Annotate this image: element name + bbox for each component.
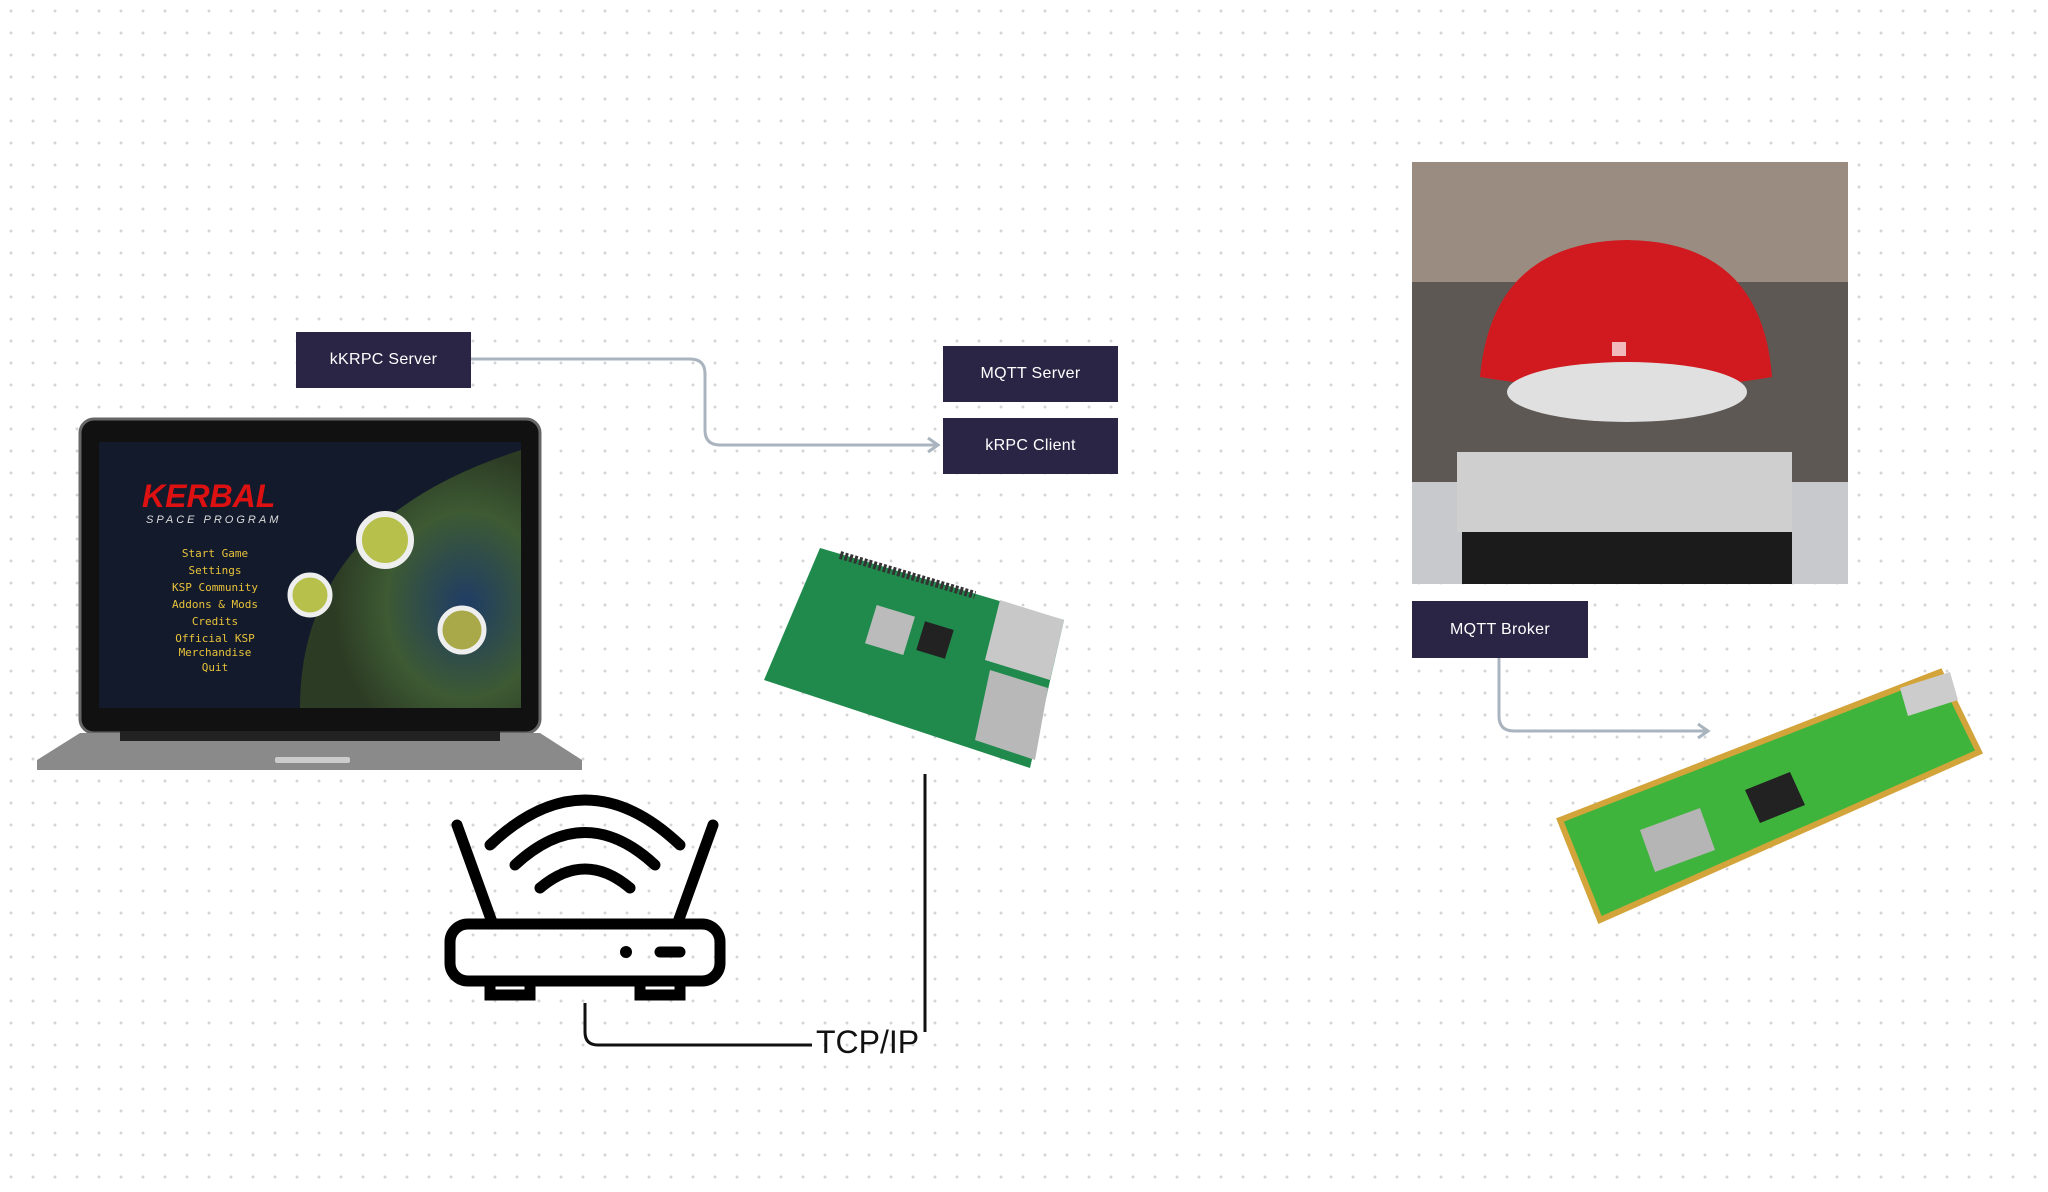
krpc-client-node[interactable]: kRPC Client	[943, 418, 1118, 474]
mqtt-broker-node[interactable]: MQTT Broker	[1412, 601, 1588, 658]
menu-item: Settings	[188, 564, 242, 577]
krpc-client-label: kRPC Client	[985, 437, 1076, 454]
ksp-logo-subtitle: SPACE PROGRAM	[146, 514, 282, 526]
menu-item: Start Game	[181, 547, 249, 560]
krpc-server-label: kKRPC Server	[329, 351, 438, 368]
menu-item: Credits	[191, 615, 239, 628]
ksp-logo-title: KERBAL	[142, 478, 276, 514]
menu-item: Official KSP	[175, 632, 255, 645]
tcp-ip-label: TCP/IP	[816, 1024, 920, 1060]
ksp-main-menu: Start Game Settings KSP Community Addons…	[120, 545, 310, 676]
mqtt-server-label: MQTT Server	[980, 365, 1081, 382]
menu-item: Quit	[201, 661, 229, 674]
red-button-photo	[1412, 162, 1848, 584]
menu-item: KSP Community	[171, 581, 259, 594]
krpc-server-node[interactable]: kKRPC Server	[296, 332, 471, 388]
menu-item: Merchandise	[178, 646, 252, 659]
mqtt-broker-label: MQTT Broker	[1450, 620, 1550, 638]
mqtt-server-node[interactable]: MQTT Server	[943, 346, 1118, 402]
menu-item: Addons & Mods	[171, 598, 259, 611]
